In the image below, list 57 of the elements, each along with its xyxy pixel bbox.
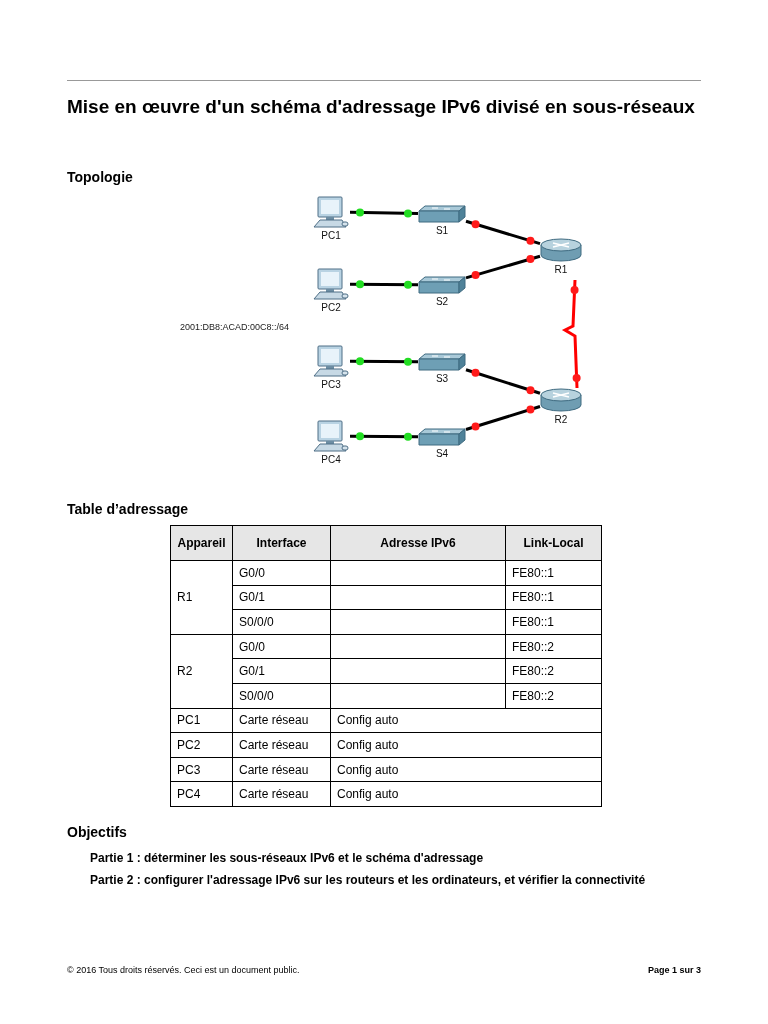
- table-cell: Config auto: [330, 708, 602, 733]
- table-cell: PC2: [170, 732, 233, 758]
- table-cell: FE80::1: [505, 585, 602, 610]
- footer-text: © 2016 Tous droits réservés. Ceci est un document public.: [67, 964, 300, 977]
- section-heading: Objectifs: [67, 823, 127, 842]
- page-title: Mise en œuvre d'un schéma d'adressage IPv6 divisé en sous-réseaux: [67, 95, 696, 119]
- table-cell: FE80::1: [505, 609, 602, 635]
- cable-line: [350, 359, 418, 364]
- table-cell: Config auto: [330, 732, 602, 758]
- objective-text: Partie 1 : déterminer les sous-réseaux IPv6 et le schéma d'adressage: [90, 850, 484, 867]
- device-label: PC4: [321, 453, 341, 467]
- cable-line: [465, 219, 541, 246]
- subnet-label: 2001:DB8:ACAD:00C8::/64: [180, 321, 290, 334]
- table-cell: Config auto: [330, 781, 602, 807]
- table-cell: FE80::2: [505, 634, 602, 659]
- device-label: R2: [554, 413, 568, 427]
- table-cell: R2: [170, 634, 233, 709]
- section-heading: Table d’adressage: [67, 500, 189, 519]
- device-label: PC1: [321, 229, 341, 243]
- cable-line: [350, 434, 418, 439]
- device-label: S3: [435, 372, 449, 386]
- table-cell: G0/1: [232, 658, 331, 684]
- table-cell: FE80::2: [505, 683, 602, 709]
- device-label: PC3: [321, 378, 341, 392]
- table-header: Adresse IPv6: [330, 525, 506, 561]
- cable-line: [465, 368, 541, 395]
- device-label: R1: [554, 263, 568, 277]
- cable-line: [350, 282, 418, 287]
- device-label: S2: [435, 295, 449, 309]
- table-cell: Carte réseau: [232, 732, 331, 758]
- table-cell: PC3: [170, 757, 233, 782]
- section-heading: Topologie: [67, 168, 133, 187]
- table-cell: FE80::1: [505, 560, 602, 586]
- table-cell: G0/0: [232, 560, 331, 586]
- table-cell: Config auto: [330, 757, 602, 782]
- cable-line: [349, 210, 419, 216]
- page-number: Page 1 sur 3: [647, 964, 701, 977]
- table-cell: Carte réseau: [232, 757, 331, 782]
- device-label: S1: [435, 224, 449, 238]
- table-cell: FE80::2: [505, 658, 602, 684]
- table-cell: PC4: [170, 781, 233, 807]
- objective-text: Partie 2 : configurer l'adressage IPv6 sur les routeurs et les ordinateurs, et vérifier la connectivité: [90, 872, 646, 889]
- table-cell: PC1: [170, 708, 233, 733]
- table-cell: Carte réseau: [232, 781, 331, 807]
- table-header: Link-Local: [505, 525, 602, 561]
- cable-line: [465, 405, 541, 431]
- table-header: Appareil: [170, 525, 233, 561]
- device-label: PC2: [321, 301, 341, 315]
- table-cell: R1: [170, 560, 233, 635]
- table-cell: G0/0: [232, 634, 331, 659]
- table-header: Interface: [232, 525, 331, 561]
- table-cell: S0/0/0: [232, 683, 331, 709]
- device-label: S4: [435, 447, 449, 461]
- table-cell: Carte réseau: [232, 708, 331, 733]
- table-cell: S0/0/0: [232, 609, 331, 635]
- cable-line: [465, 254, 541, 280]
- table-cell: G0/1: [232, 585, 331, 610]
